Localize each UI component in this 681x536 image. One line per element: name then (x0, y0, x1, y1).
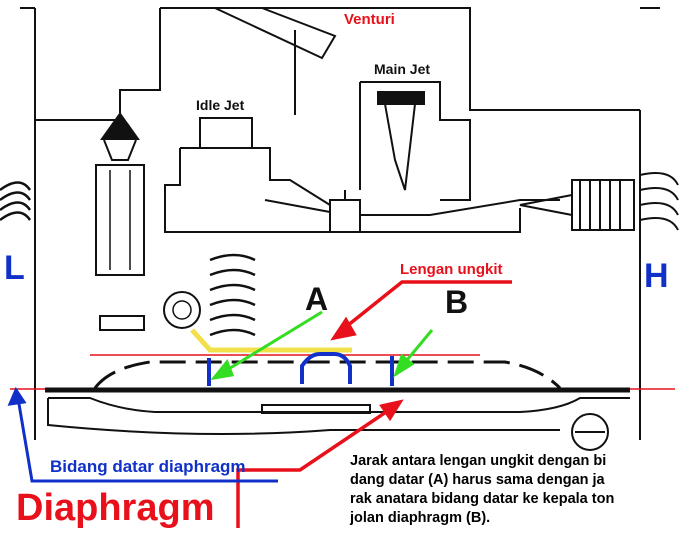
carburetor-body (20, 7, 660, 440)
lever-arm (190, 328, 352, 353)
label-a: A (305, 281, 328, 317)
label-b: B (445, 284, 468, 320)
venturi-tube (214, 7, 337, 115)
idle-jet-label: Idle Jet (196, 97, 245, 113)
main-jet-label: Main Jet (374, 61, 430, 77)
l-label: L (4, 249, 25, 287)
explanation-note: Jarak antara lengan ungkit dengan bi dan… (350, 453, 615, 526)
red-arrows (236, 280, 512, 528)
h-screw-spring (519, 172, 679, 231)
blue-arrow (7, 386, 278, 483)
diaphragm (45, 360, 630, 451)
lever-pivot (163, 291, 201, 329)
venturi-label: Venturi (344, 11, 395, 28)
diaphragm-markers (207, 352, 394, 386)
diaphragm-label: Diaphragm (16, 487, 214, 529)
needle-valve (95, 112, 145, 331)
h-label: H (644, 257, 669, 295)
main-jet-assembly (320, 81, 560, 233)
bidang-datar-label: Bidang datar diaphragm (50, 457, 246, 476)
green-arrows (210, 310, 434, 381)
metering-spring (209, 253, 256, 337)
lengan-ungkit-label: Lengan ungkit (400, 261, 503, 278)
idle-jet-assembly (164, 117, 331, 233)
l-screw-spring (0, 181, 32, 222)
